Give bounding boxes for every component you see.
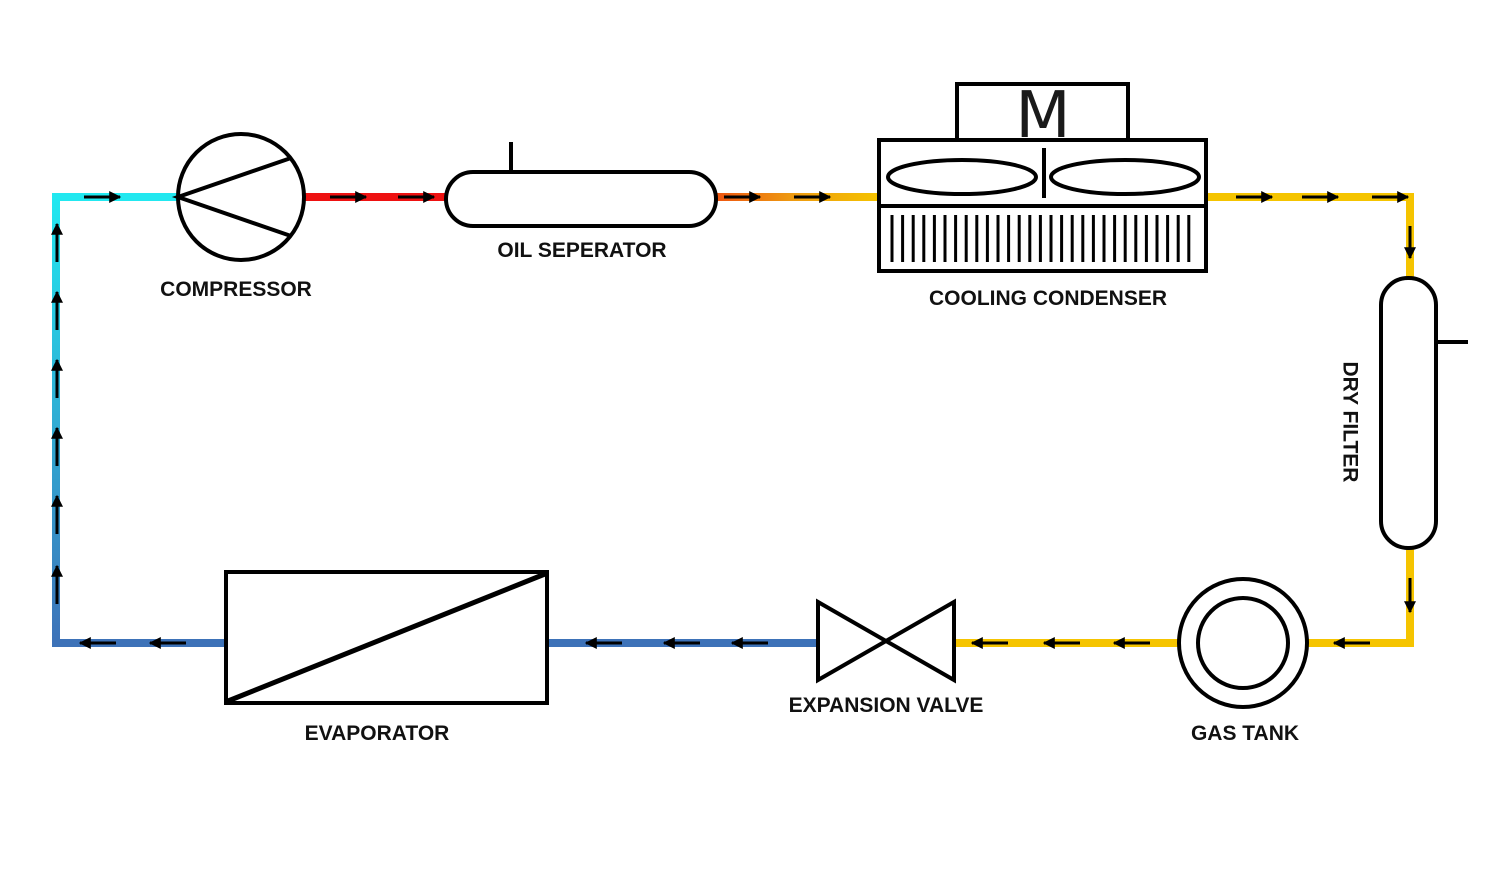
compressor-label: COMPRESSOR (160, 278, 312, 301)
dry-filter-symbol (1379, 276, 1468, 550)
condenser-fan-right (1049, 158, 1201, 196)
compressor-symbol (171, 132, 306, 262)
evaporator-symbol (224, 570, 549, 705)
expansion-valve-label: EXPANSION VALVE (789, 694, 984, 717)
dry-filter-label: DRY FILTER (1338, 362, 1361, 483)
pipe-filter-to-tank (1306, 545, 1414, 647)
evaporator-label: EVAPORATOR (305, 722, 450, 745)
pipe-condenser-to-filter (1206, 193, 1414, 280)
expansion-valve-symbol (816, 598, 956, 684)
flow-arrows (51, 191, 1416, 649)
condenser-fan-left (886, 158, 1038, 196)
gas-tank-symbol (1177, 577, 1309, 709)
condenser-coil-fins (890, 215, 1191, 262)
condenser-label: COOLING CONDENSER (929, 287, 1167, 310)
oil-separator-symbol (444, 142, 718, 228)
condenser-symbol: M (877, 79, 1208, 273)
oil-separator-label: OIL SEPERATOR (497, 239, 666, 262)
gas-tank-label: GAS TANK (1191, 722, 1299, 745)
